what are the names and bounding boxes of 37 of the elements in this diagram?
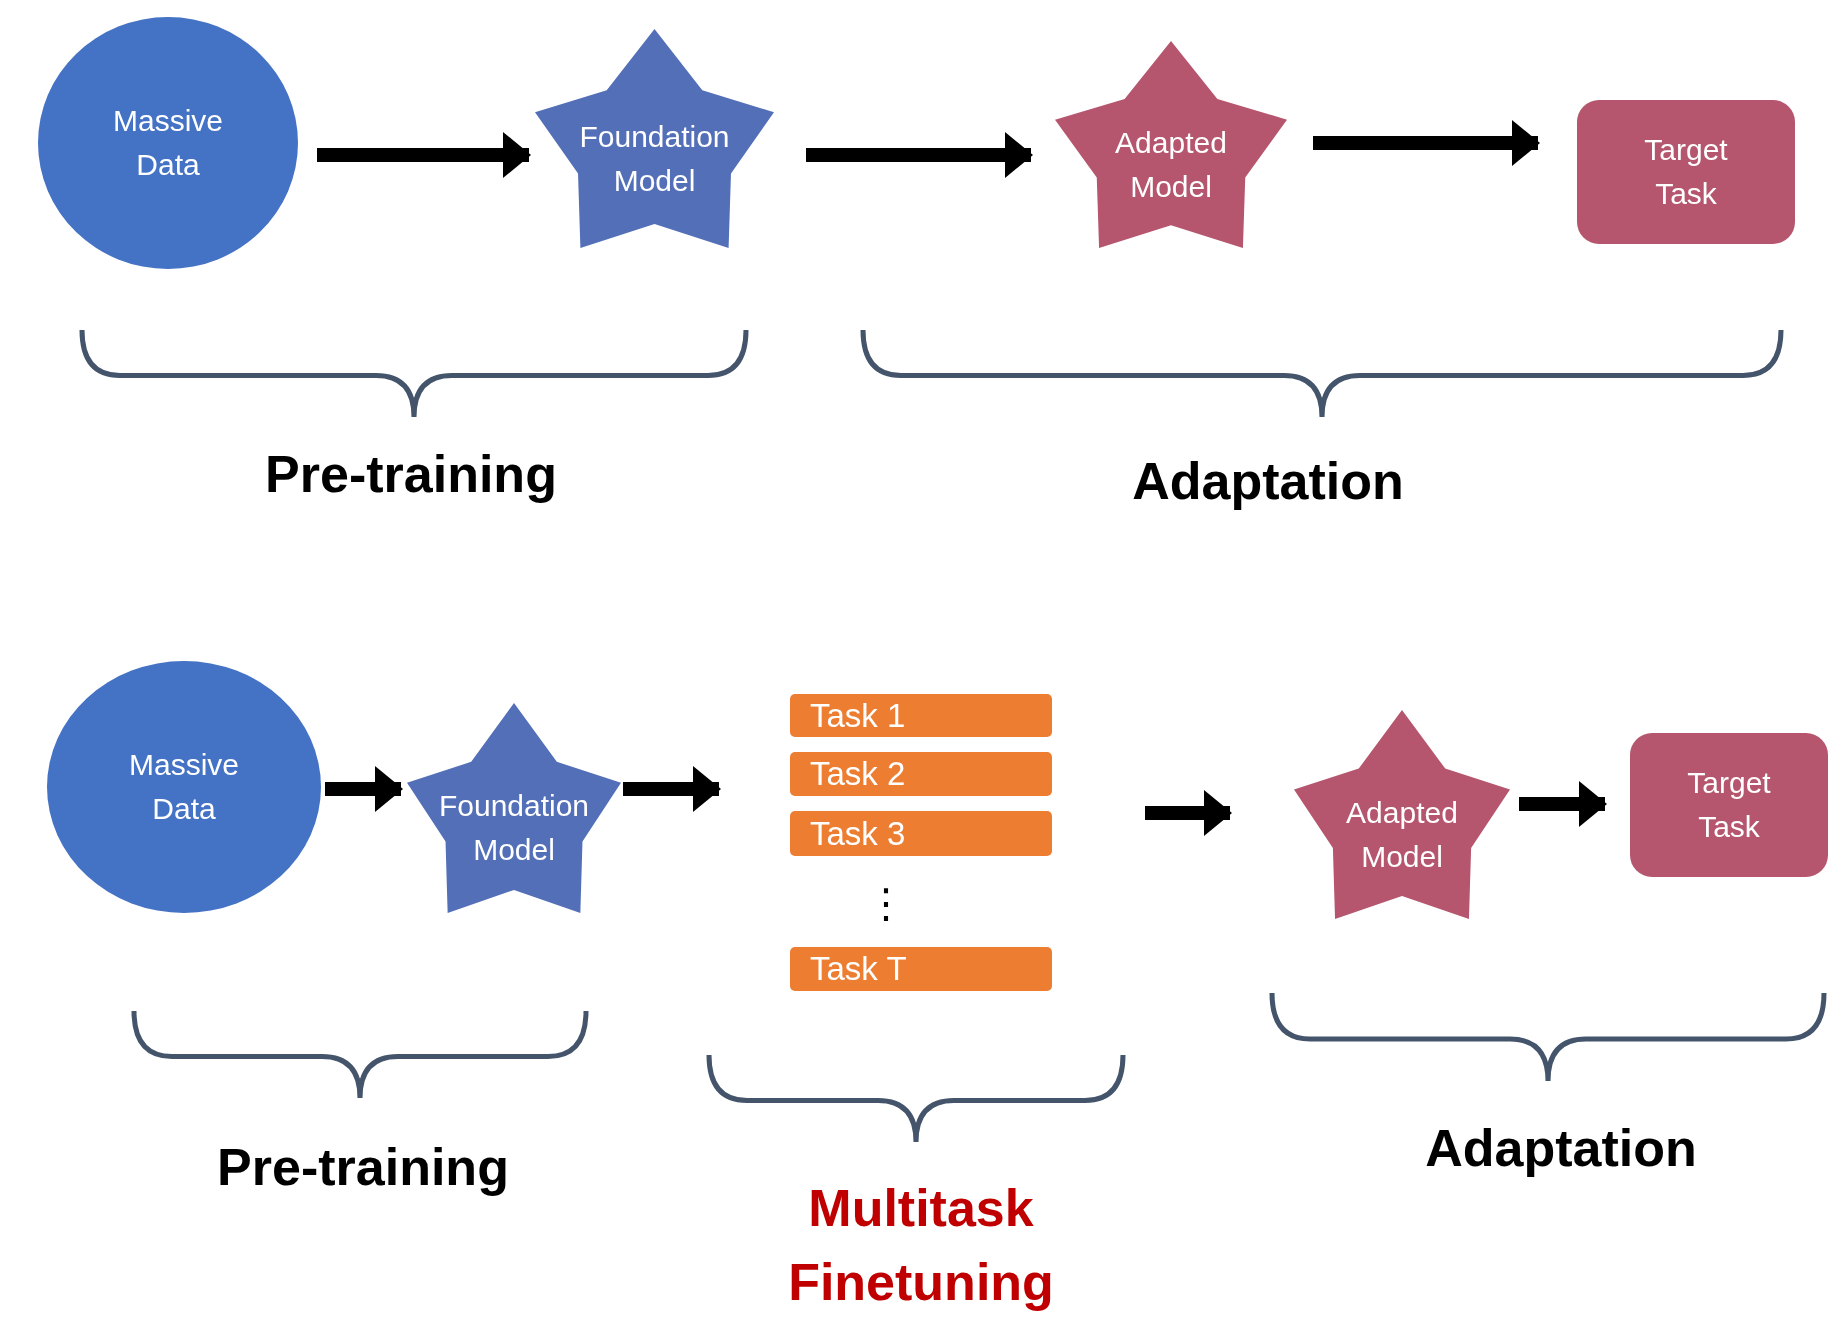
arrow bbox=[325, 766, 403, 812]
node-label: Foundation Model bbox=[437, 788, 591, 868]
phase-label: Adaptation bbox=[1425, 1118, 1697, 1179]
node-label: Task T bbox=[810, 949, 907, 989]
node-label: Massive Data bbox=[112, 103, 224, 183]
node-label: Task 1 bbox=[810, 695, 906, 736]
node-label: Adapted Model bbox=[1114, 124, 1228, 205]
task-bar bbox=[790, 947, 1052, 991]
model-star bbox=[1055, 41, 1287, 248]
task-bar bbox=[790, 752, 1052, 796]
model-star bbox=[407, 703, 621, 913]
node-label: Adapted Model bbox=[1345, 794, 1459, 875]
phase-label: Adaptation bbox=[1132, 451, 1404, 512]
data-circle bbox=[38, 17, 298, 269]
task-bar bbox=[790, 694, 1052, 737]
arrow bbox=[1519, 781, 1607, 827]
phase-label: Multitask Finetuning bbox=[787, 1178, 1055, 1313]
node-label: Task 3 bbox=[810, 813, 906, 854]
node-label: Massive Data bbox=[128, 747, 240, 827]
task-box bbox=[1630, 733, 1828, 877]
phase-label: Pre-training bbox=[265, 444, 557, 505]
ellipsis: ⋮ bbox=[866, 881, 906, 925]
arrow bbox=[623, 766, 721, 812]
arrow bbox=[806, 132, 1033, 178]
node-label: Task 2 bbox=[810, 754, 906, 794]
arrow bbox=[317, 132, 531, 178]
task-bar bbox=[790, 811, 1052, 856]
arrow bbox=[1313, 120, 1540, 166]
node-label: Target Task bbox=[1643, 132, 1729, 212]
arrow bbox=[1145, 790, 1232, 836]
node-label: Foundation Model bbox=[578, 118, 731, 199]
model-star bbox=[1294, 710, 1510, 919]
phase-label: Pre-training bbox=[217, 1137, 509, 1198]
node-label: Target Task bbox=[1686, 765, 1772, 845]
data-circle bbox=[47, 661, 321, 913]
task-box bbox=[1577, 100, 1795, 244]
model-star bbox=[535, 29, 774, 248]
